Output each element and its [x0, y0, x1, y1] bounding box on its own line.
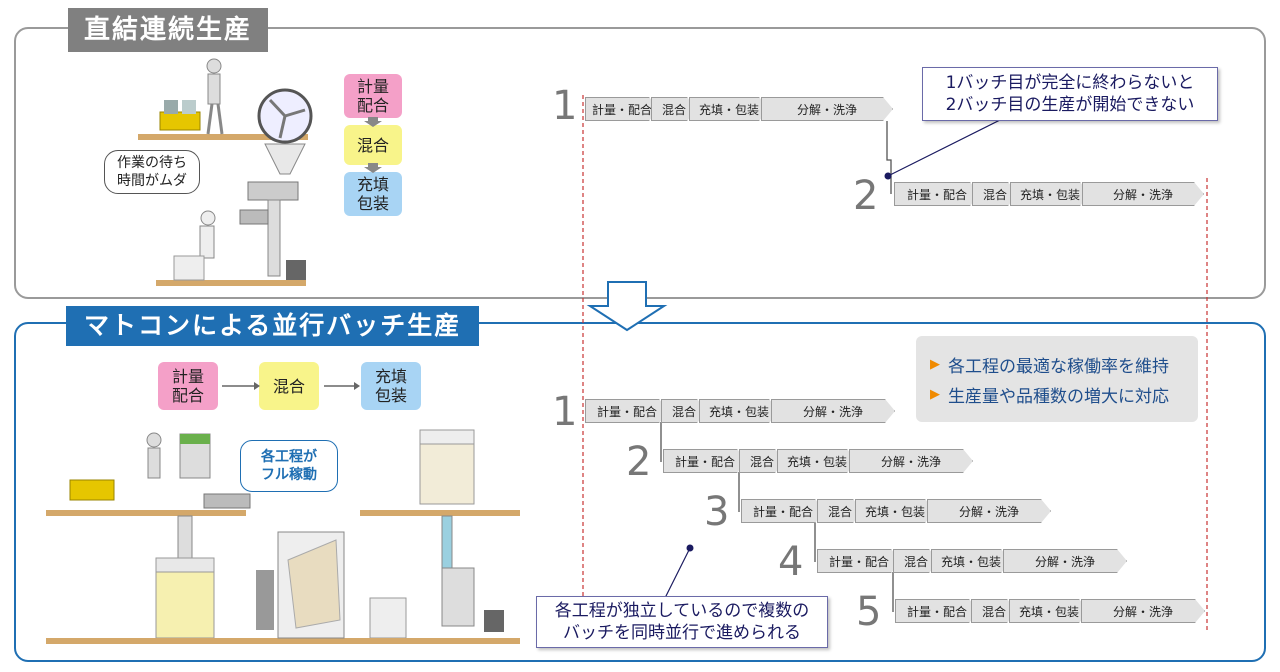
segment-weighing: 計量・配合 [585, 399, 669, 423]
triangle-bullet-icon: ▶ [930, 386, 940, 402]
bottom-batch-2-bar: 計量・配合 混合 充填・包装 分解・洗浄 [663, 449, 973, 473]
segment-cleaning: 分解・洗浄 [927, 499, 1051, 523]
bottom-batch-2-number: 2 [626, 439, 652, 485]
parallel-plant-illustration [46, 429, 520, 644]
segment-filling: 充填・包装 [1009, 599, 1089, 623]
bottom-step-arrows [222, 382, 360, 390]
top-batch-1-number: 1 [552, 83, 578, 129]
top-batch-2-number: 2 [853, 173, 879, 219]
segment-filling: 充填・包装 [699, 399, 779, 423]
bottom-batch-3-bar: 計量・配合 混合 充填・包装 分解・洗浄 [741, 499, 1051, 523]
bottom-step-filling: 充填 包装 [361, 362, 421, 410]
segment-weighing: 計量・配合 [817, 549, 901, 573]
benefit-item: ▶ 各工程の最適な稼働率を維持 [916, 349, 1198, 379]
segment-cleaning: 分解・洗浄 [1003, 549, 1127, 573]
segment-cleaning: 分解・洗浄 [1082, 182, 1204, 206]
waiting-speech-text: 作業の待ち 時間がムダ [117, 155, 187, 189]
benefit-item: ▶ 生産量や品種数の増大に対応 [916, 379, 1198, 409]
segment-filling: 充填・包装 [855, 499, 935, 523]
triangle-bullet-icon: ▶ [930, 356, 940, 372]
serial-limitation-text: 1バッチ目が完全に終わらないと 2バッチ目の生産が開始できない [945, 73, 1195, 115]
serial-limitation-callout: 1バッチ目が完全に終わらないと 2バッチ目の生産が開始できない [922, 67, 1218, 121]
benefit-text: 各工程の最適な稼働率を維持 [948, 356, 1169, 377]
top-step-mixing-label: 混合 [356, 135, 389, 155]
bottom-batch-1-bar: 計量・配合 混合 充填・包装 分解・洗浄 [585, 399, 895, 423]
bottom-batch-1-number: 1 [552, 389, 578, 435]
parallel-production-title: マトコンによる並行バッチ生産 [66, 306, 480, 346]
full-operation-text: 各工程が フル稼動 [261, 449, 317, 483]
parallel-benefit-callout: 各工程が独立しているので複数の バッチを同時並行で進められる [536, 596, 828, 648]
segment-weighing: 計量・配合 [585, 97, 659, 121]
segment-weighing: 計量・配合 [663, 449, 747, 473]
segment-cleaning: 分解・洗浄 [1081, 599, 1205, 623]
top-step-weighing: 計量 配合 [344, 74, 402, 118]
parallel-production-panel [14, 322, 1266, 662]
top-step-filling-label: 充填 包装 [356, 175, 389, 213]
segment-weighing: 計量・配合 [895, 599, 979, 623]
serial-production-title: 直結連続生産 [68, 8, 269, 52]
bottom-batch-3-number: 3 [704, 489, 730, 535]
top-batch-2-bar: 計量・配合 混合 充填・包装 分解・洗浄 [894, 182, 1204, 206]
top-step-filling: 充填 包装 [344, 172, 402, 216]
segment-filling: 充填・包装 [931, 549, 1011, 573]
segment-weighing: 計量・配合 [741, 499, 825, 523]
bottom-step-mixing-label: 混合 [272, 376, 305, 396]
full-operation-speech-bubble: 各工程が フル稼動 [240, 440, 338, 492]
parallel-benefit-text: 各工程が独立しているので複数の バッチを同時並行で進められる [554, 601, 810, 643]
segment-filling: 充填・包装 [1010, 182, 1090, 206]
bottom-batch-4-number: 4 [778, 539, 804, 585]
bottom-batch-5-number: 5 [856, 589, 882, 635]
top-step-arrows [364, 117, 382, 173]
segment-filling: 充填・包装 [689, 97, 769, 121]
bottom-step-weighing: 計量 配合 [158, 362, 218, 410]
segment-cleaning: 分解・洗浄 [761, 97, 893, 121]
down-arrow-icon [586, 281, 668, 332]
bottom-batch-5-bar: 計量・配合 混合 充填・包装 分解・洗浄 [895, 599, 1205, 623]
top-step-weighing-label: 計量 配合 [356, 77, 389, 115]
waiting-speech-bubble: 作業の待ち 時間がムダ [104, 150, 200, 194]
segment-cleaning: 分解・洗浄 [849, 449, 973, 473]
bottom-batch-4-bar: 計量・配合 混合 充填・包装 分解・洗浄 [817, 549, 1127, 573]
bottom-step-filling-label: 充填 包装 [374, 367, 407, 405]
bottom-step-weighing-label: 計量 配合 [171, 367, 204, 405]
top-step-mixing: 混合 [344, 125, 402, 165]
benefits-box: ▶ 各工程の最適な稼働率を維持 ▶ 生産量や品種数の増大に対応 [916, 336, 1198, 422]
top-batch-1-bar: 計量・配合 混合 充填・包装 分解・洗浄 [585, 97, 893, 121]
segment-weighing: 計量・配合 [894, 182, 980, 206]
segment-cleaning: 分解・洗浄 [771, 399, 895, 423]
benefit-text: 生産量や品種数の増大に対応 [948, 386, 1169, 407]
serial-plant-illustration [138, 58, 313, 286]
bottom-step-mixing: 混合 [259, 362, 319, 410]
segment-filling: 充填・包装 [777, 449, 857, 473]
